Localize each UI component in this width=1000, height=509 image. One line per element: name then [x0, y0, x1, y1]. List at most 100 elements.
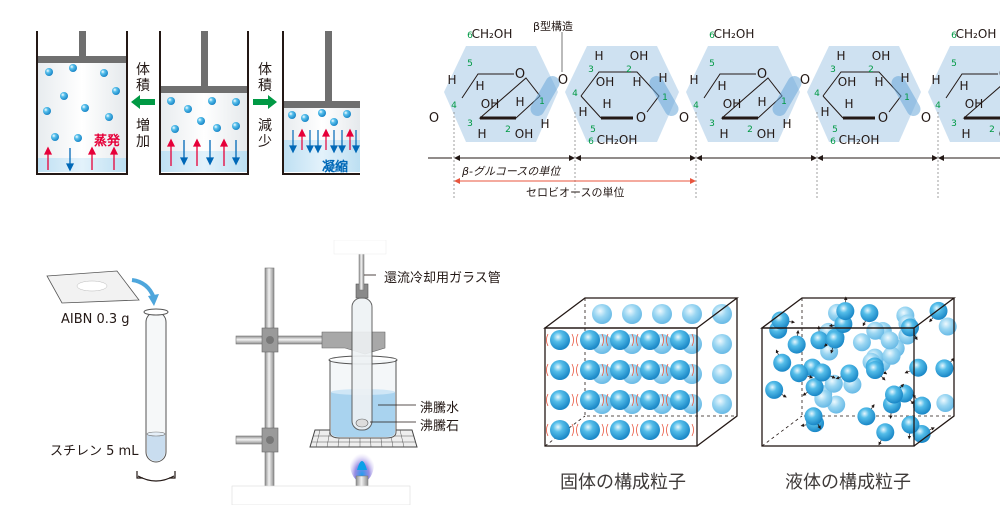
- glycosidic-oxygen: O: [429, 111, 439, 126]
- solid-particle: [580, 360, 600, 380]
- carbon-number: 2: [626, 65, 632, 75]
- box-front-face: [761, 327, 915, 447]
- volume-decrease-top-label: 体積: [258, 62, 272, 94]
- vibration-mark: [636, 393, 664, 407]
- liquid-particle: [840, 364, 859, 383]
- box-hidden-edge: [761, 298, 954, 447]
- shake-arrow-icon: [136, 471, 176, 482]
- liquid-particle: [935, 359, 954, 378]
- back-particle: [712, 364, 732, 384]
- liquid-particle: [804, 407, 823, 426]
- liquid-particle: [909, 358, 928, 377]
- pour-arrow-icon: [131, 278, 159, 306]
- carbon-number: 2: [989, 125, 995, 135]
- beta-structure-label: β型構造: [533, 20, 574, 33]
- vibration-mark: [576, 333, 604, 347]
- ring-bond: [945, 73, 1000, 119]
- glucose-unit-highlight: [686, 46, 800, 142]
- liquid-particle: [813, 363, 832, 382]
- atom-label: H: [820, 105, 829, 119]
- glucose-unit-dimension-head: [817, 155, 823, 161]
- carbon-number: 5: [832, 125, 838, 135]
- liquid-particle: [810, 331, 829, 350]
- back-particle: [852, 333, 871, 352]
- apparatus-svg: [46, 239, 418, 506]
- liquid-particle: [901, 415, 920, 434]
- vibration-mark: [606, 423, 634, 437]
- atom-label: OH: [515, 127, 533, 141]
- vibration-mark: [666, 333, 694, 347]
- carbon-number: 4: [814, 89, 820, 99]
- atom-label: H: [874, 75, 883, 89]
- glucose-unit-dimension-head: [575, 155, 581, 161]
- atom-label: H: [477, 127, 486, 141]
- atom-label: O: [757, 67, 767, 82]
- liquid-caption: 液体の構成粒子: [785, 472, 911, 493]
- atom-label: OH: [999, 127, 1000, 141]
- cylinder-expanded: [36, 31, 128, 175]
- glucose-unit-dimension-head: [932, 155, 938, 161]
- atom-label: CH₂OH: [839, 133, 880, 147]
- carbon-number: 1: [904, 93, 910, 103]
- carbon-number: 6: [951, 31, 957, 41]
- atom-label: H: [658, 71, 667, 85]
- carbon-number: 5: [951, 59, 957, 69]
- vibration-mark: [546, 393, 574, 407]
- solid-particle: [670, 360, 690, 380]
- back-particle: [712, 334, 732, 354]
- atom-label: OH: [757, 127, 775, 141]
- atom-label: H: [475, 79, 484, 93]
- glucose-unit-dimension-head: [690, 155, 696, 161]
- carbon-number: 1: [781, 97, 787, 107]
- solid-particle: [670, 330, 690, 350]
- back-particle: [938, 317, 957, 336]
- carbon-number: 2: [505, 125, 511, 135]
- atom-label: CH₂OH: [714, 27, 755, 41]
- cellobiose-unit-label: セロビオースの単位: [526, 186, 625, 199]
- condenser-tube: [351, 249, 373, 431]
- glucose-unit-highlight: [444, 46, 558, 142]
- solid-particle: [550, 360, 570, 380]
- atom-label: H: [782, 117, 791, 131]
- vibration-mark: [576, 363, 604, 377]
- carbon-number: 5: [590, 125, 596, 135]
- vibration-mark: [546, 363, 574, 377]
- glycosidic-oxygen: O: [558, 73, 568, 88]
- carbon-number: 3: [709, 119, 715, 129]
- atom-label: H: [844, 97, 853, 111]
- cylinders-svg: [36, 31, 362, 175]
- liquid-particle: [860, 304, 879, 323]
- liquid-particle: [866, 361, 885, 380]
- carbon-number: 5: [467, 59, 473, 69]
- vibration-mark: [636, 423, 664, 437]
- back-particle: [592, 304, 612, 324]
- glycosidic-oxygen: O: [921, 111, 931, 126]
- solid-particle: [550, 330, 570, 350]
- boiling-stone-label: 沸騰石: [420, 419, 460, 434]
- carbon-number: 6: [588, 137, 594, 147]
- liquid-particle: [912, 396, 931, 415]
- back-particle: [882, 346, 901, 365]
- liquid-particle: [826, 330, 845, 349]
- glucose-unit-highlight: [807, 46, 921, 142]
- polymerization-setup: AIBN 0.3 g スチレン 5 mL 還流冷却用ガラス管 沸騰水 沸騰石: [0, 239, 520, 506]
- aibn-label: AIBN 0.3 g: [61, 312, 130, 327]
- atom-label: H: [900, 71, 909, 85]
- carbon-number: 4: [451, 101, 457, 111]
- beta-bond-highlight: [772, 76, 802, 116]
- atom-label: O: [636, 111, 646, 126]
- back-particle: [880, 331, 899, 350]
- atom-label: H: [959, 79, 968, 93]
- carbon-number: 3: [467, 119, 473, 129]
- atom-label: H: [719, 127, 728, 141]
- vibration-mark: [576, 393, 604, 407]
- atom-label: H: [594, 49, 603, 63]
- liquid-particle: [765, 380, 784, 399]
- atom-label: O: [878, 111, 888, 126]
- volume-decrease-arrow: [253, 95, 277, 109]
- glycosidic-oxygen: O: [800, 73, 810, 88]
- back-particle: [712, 304, 732, 324]
- cellobiose-unit-dimension-head: [454, 178, 460, 184]
- back-particle: [936, 394, 955, 413]
